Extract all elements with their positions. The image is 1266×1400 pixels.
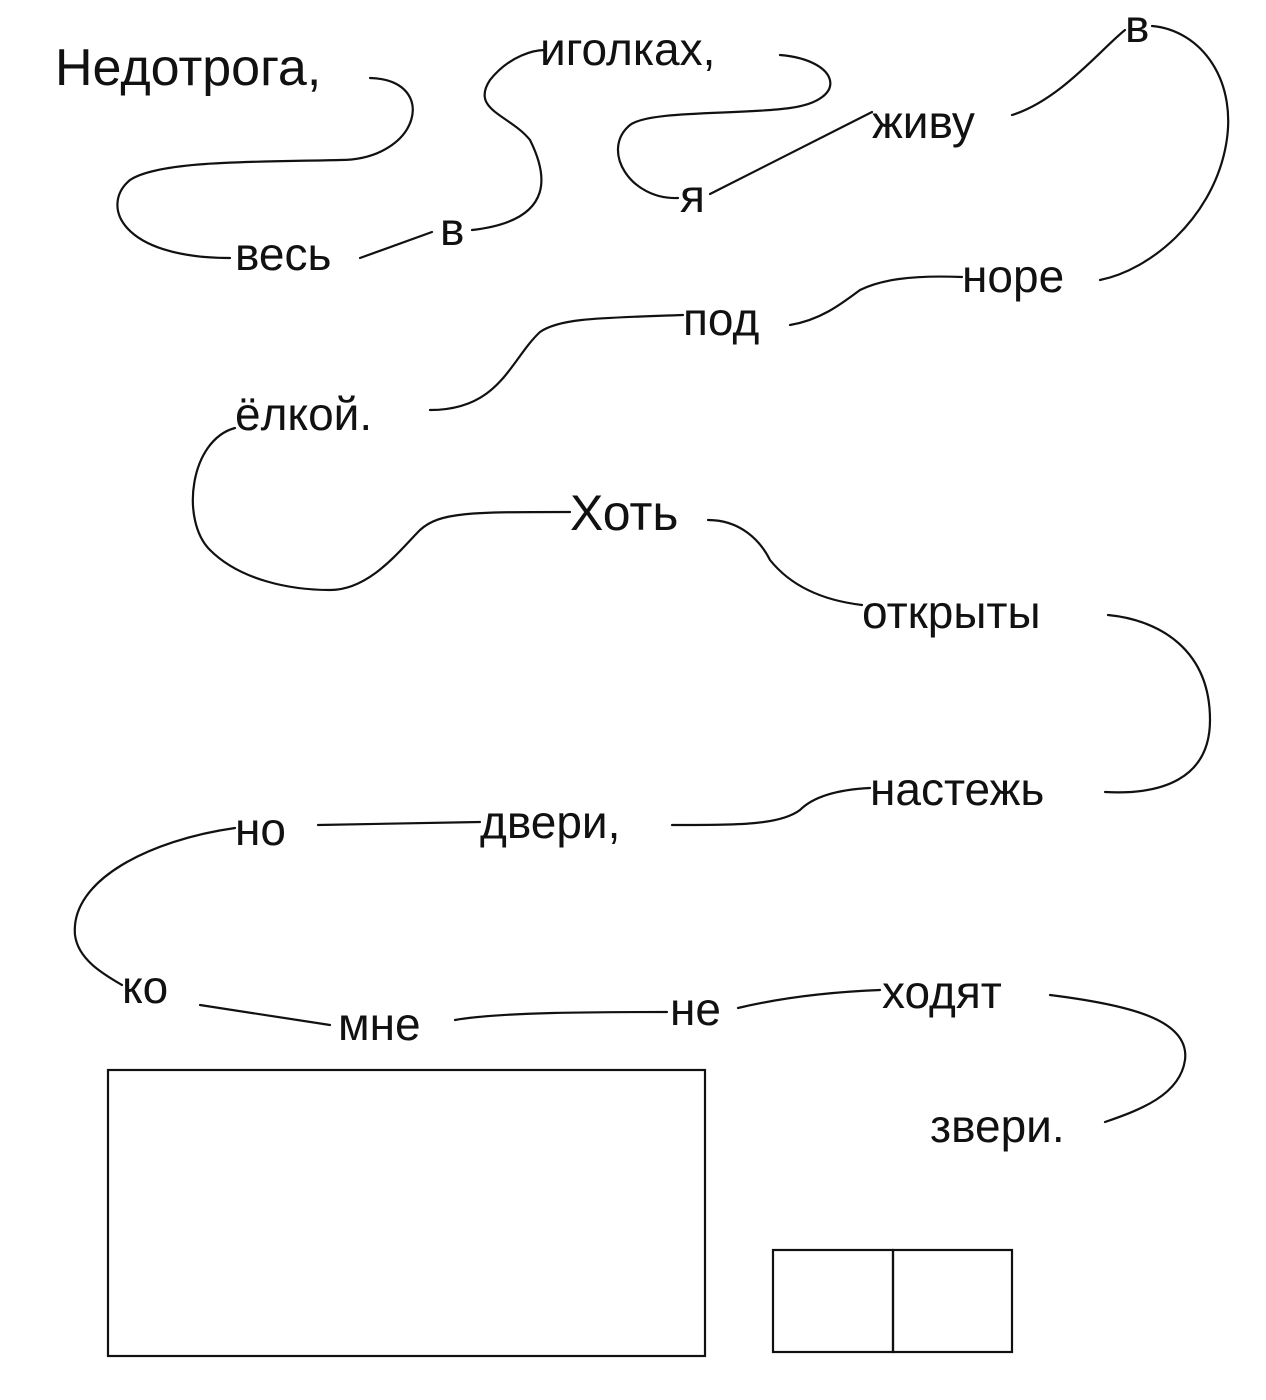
word-10: ёлкой. [235, 388, 372, 440]
word-1: Недотрога, [55, 39, 321, 97]
small-answer-box-2[interactable] [891, 1248, 1014, 1354]
word-5: я [680, 170, 705, 222]
word-20: звери. [930, 1100, 1065, 1152]
word-13: настежь [870, 763, 1044, 815]
small-answer-box-1[interactable] [771, 1248, 895, 1354]
word-12: открыты [862, 586, 1041, 638]
sentence-answer-box[interactable] [106, 1068, 707, 1358]
word-4: иголках, [540, 23, 715, 75]
word-17: мне [338, 998, 421, 1050]
word-8: норе [962, 250, 1064, 302]
word-19: ходят [882, 966, 1002, 1018]
word-2: весь [235, 228, 331, 280]
word-14: двери, [480, 796, 620, 848]
word-16: ко [122, 961, 168, 1013]
connector-curve [73, 24, 1230, 1124]
word-18: не [670, 983, 721, 1035]
word-3: в [440, 203, 464, 255]
word-15: но [235, 803, 286, 855]
word-9: под [683, 293, 759, 345]
word-7: в [1125, 0, 1149, 52]
word-11: Хоть [570, 485, 678, 541]
word-6: живу [872, 96, 975, 148]
